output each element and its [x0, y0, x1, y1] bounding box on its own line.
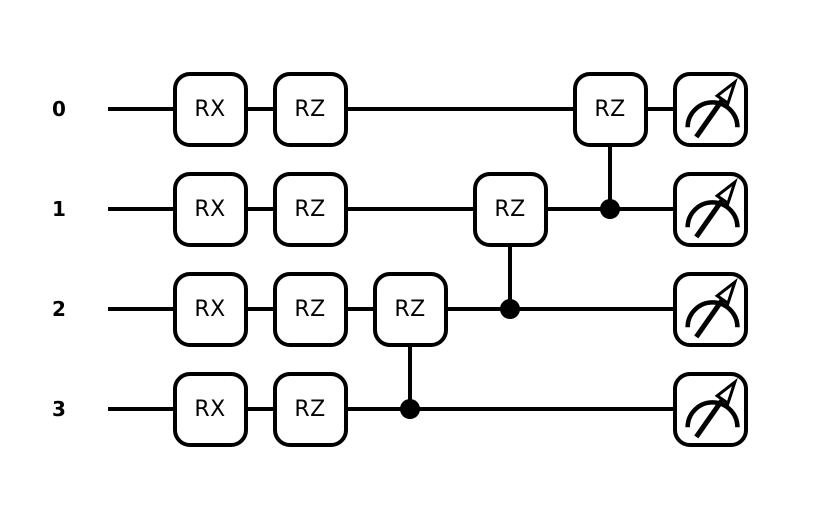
- gate-rz-wire0-col4: RZ: [572, 71, 648, 147]
- gate-rz-wire1-col3: RZ: [472, 171, 548, 247]
- gate-rx-wire1-col0: RX: [172, 171, 248, 247]
- gate-label: RX: [194, 196, 226, 222]
- gate-label: RZ: [594, 96, 626, 122]
- gate-label: RZ: [394, 296, 426, 322]
- gate-rx-wire3-col0: RX: [172, 371, 248, 447]
- control-dot-q1: [600, 199, 620, 219]
- gate-rz-wire1-col1: RZ: [272, 171, 348, 247]
- measurement-q2: [672, 271, 748, 347]
- gate-rz-wire3-col1: RZ: [272, 371, 348, 447]
- gate-label: RX: [194, 296, 226, 322]
- measurement-q0: [672, 71, 748, 147]
- gate-rz-wire2-col1: RZ: [272, 271, 348, 347]
- control-connector-c1-t0: [607, 109, 613, 209]
- control-connector-c2-t1: [507, 209, 513, 309]
- gate-label: RX: [194, 96, 226, 122]
- wire-label-3: 3: [52, 397, 66, 421]
- measurement-q1: [672, 171, 748, 247]
- qubit-wire-0: [108, 106, 710, 112]
- gate-label: RZ: [294, 396, 326, 422]
- gate-label: RZ: [294, 296, 326, 322]
- measurement-gauge-icon: [684, 177, 740, 238]
- control-dot-q2: [500, 299, 520, 319]
- gate-label: RZ: [294, 196, 326, 222]
- measurement-q3: [672, 371, 748, 447]
- gate-rz-wire2-col2: RZ: [372, 271, 448, 347]
- gate-rx-wire2-col0: RX: [172, 271, 248, 347]
- gate-rx-wire0-col0: RX: [172, 71, 248, 147]
- wire-label-1: 1: [52, 197, 66, 221]
- measurement-gauge-icon: [684, 377, 740, 438]
- measurement-gauge-icon: [684, 77, 740, 138]
- measurement-gauge-icon: [684, 277, 740, 338]
- control-connector-c3-t2: [407, 309, 413, 409]
- gate-label: RZ: [294, 96, 326, 122]
- qubit-wire-1: [108, 206, 710, 212]
- wire-label-0: 0: [52, 97, 66, 121]
- gate-label: RZ: [494, 196, 526, 222]
- control-dot-q3: [400, 399, 420, 419]
- gate-rz-wire0-col1: RZ: [272, 71, 348, 147]
- gate-label: RX: [194, 396, 226, 422]
- wire-label-2: 2: [52, 297, 66, 321]
